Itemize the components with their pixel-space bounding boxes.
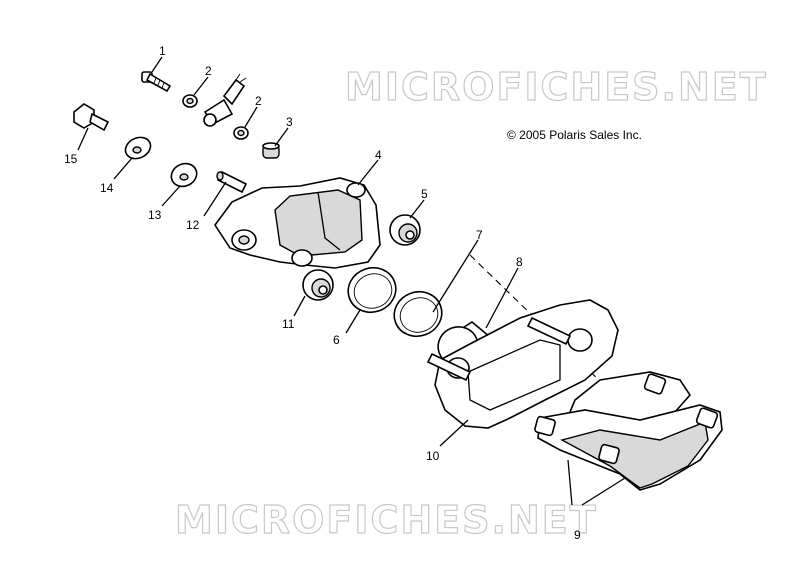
part-3-bushing (262, 142, 280, 159)
leader-lines (77, 56, 626, 506)
part-5-boot (389, 214, 421, 246)
callout-2b: 2 (255, 94, 262, 108)
part-2-washer-a (182, 94, 198, 108)
part-2-washer-b (233, 126, 249, 140)
callout-4: 4 (375, 148, 382, 162)
bleeder-fitting (203, 73, 247, 127)
part-10-caliper-bracket (426, 299, 619, 429)
part-4-caliper-body (214, 177, 381, 269)
part-14-washer (124, 136, 152, 160)
callout-9: 9 (574, 528, 581, 542)
callout-6: 6 (333, 333, 340, 347)
callout-8: 8 (516, 255, 523, 269)
callout-15: 15 (64, 152, 78, 166)
callout-11: 11 (282, 317, 295, 331)
callout-2a: 2 (205, 64, 212, 78)
part-1-bolt (141, 71, 172, 93)
part-11-boot (302, 269, 334, 301)
part-12-slide-pin (216, 170, 248, 194)
callout-1: 1 (159, 44, 166, 58)
part-9-brake-pads (534, 371, 723, 491)
callout-labels: 1 2 2 3 4 5 6 7 8 9 10 11 12 13 14 15 (64, 44, 581, 542)
callout-3: 3 (286, 115, 293, 129)
part-6-seal (347, 266, 397, 314)
part-15-bolt (73, 103, 110, 132)
callout-12: 12 (186, 218, 200, 232)
callout-10: 10 (426, 449, 440, 463)
callout-5: 5 (421, 187, 428, 201)
watermark-top: MICROFICHES.NET (345, 65, 768, 109)
callout-13: 13 (148, 208, 162, 222)
copyright-text: © 2005 Polaris Sales Inc. (507, 128, 642, 142)
part-7-seal (393, 290, 443, 338)
part-13-washer (170, 162, 198, 188)
watermark-bottom: MICROFICHES.NET (175, 498, 598, 542)
callout-14: 14 (100, 181, 114, 195)
callout-7: 7 (476, 228, 483, 242)
